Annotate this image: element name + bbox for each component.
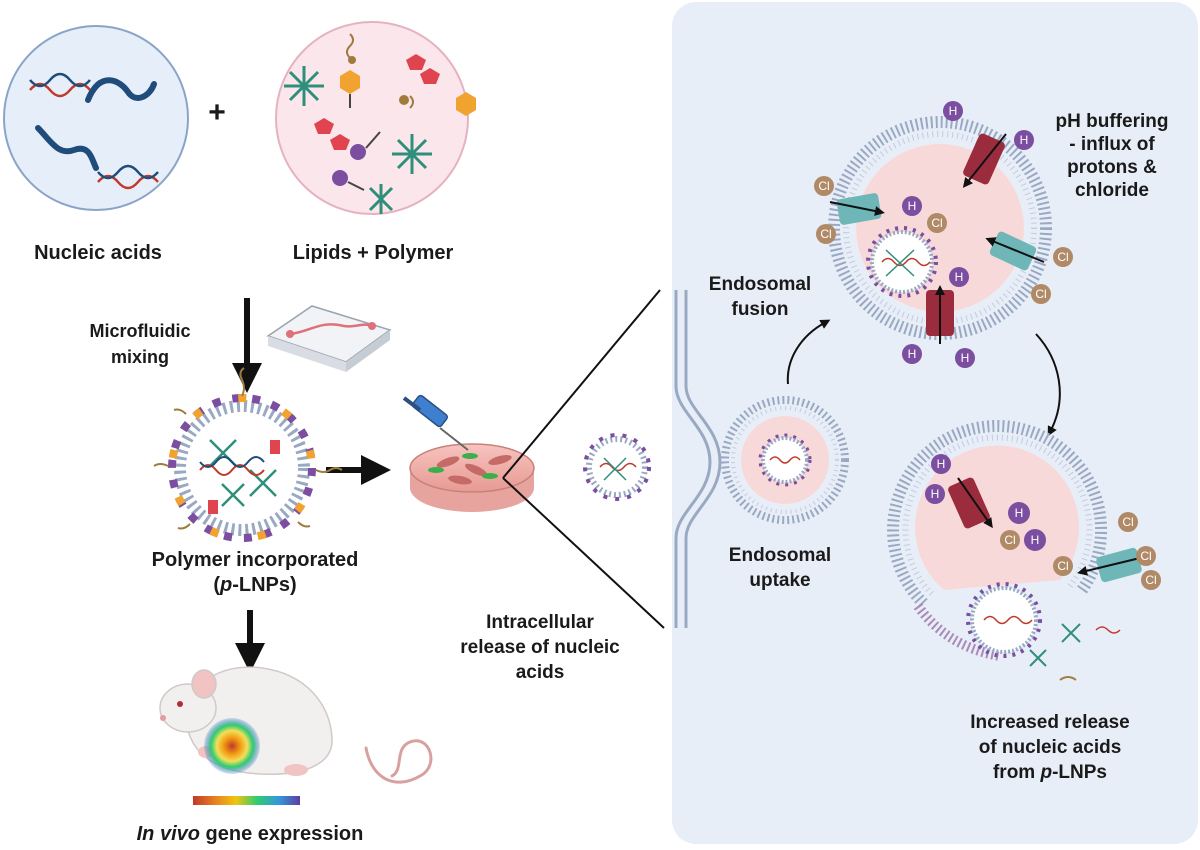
endosomal-fusion-label: Endosomal fusion	[708, 274, 812, 320]
svg-text:H: H	[949, 104, 958, 118]
ion-channel-icon	[985, 231, 1045, 271]
dna-helix	[29, 72, 91, 98]
increased-release-label: Increased release of nucleic acids from …	[970, 712, 1130, 783]
proton-ion: H	[902, 344, 922, 364]
chloride-ion: Cl	[1031, 284, 1051, 304]
chloride-ion: Cl	[1053, 556, 1073, 576]
plus-sign: +	[208, 96, 226, 129]
ion-channel-icon	[926, 285, 954, 344]
lnp-particle	[153, 367, 343, 542]
svg-text:Cl: Cl	[1057, 250, 1068, 264]
nucleic-acids-label: Nucleic acids	[34, 242, 162, 264]
mouse-illustration	[159, 666, 433, 784]
ion-channel-icon	[962, 133, 1007, 188]
proton-ion: H	[1008, 502, 1030, 524]
petri-dish-icon	[402, 394, 535, 512]
proton-ion: H	[949, 267, 969, 287]
svg-text:Cl: Cl	[1122, 515, 1133, 529]
ion-channel-icon	[829, 193, 885, 225]
svg-text:Cl: Cl	[931, 216, 942, 230]
chloride-ion: Cl	[816, 224, 836, 244]
chloride-ion: Cl	[1118, 512, 1138, 532]
ion-channel-icon	[1077, 547, 1142, 583]
chloride-ion: Cl	[1053, 247, 1073, 267]
svg-text:H: H	[931, 487, 940, 501]
cell-membrane	[674, 290, 722, 628]
svg-text:H: H	[937, 457, 946, 471]
dna-helix	[97, 164, 159, 190]
lipids-polymer-circle	[275, 21, 476, 215]
chloride-ion: Cl	[1136, 546, 1156, 566]
svg-text:H: H	[955, 270, 964, 284]
svg-text:H: H	[961, 351, 970, 365]
proton-ion: H	[931, 454, 951, 474]
endosome-uptake	[721, 396, 849, 524]
svg-text:H: H	[908, 347, 917, 361]
zoom-line	[502, 289, 661, 479]
endosomal-uptake-label: Endosomal uptake	[728, 545, 832, 591]
arrow-to-fusion	[786, 319, 831, 385]
svg-text:Cl: Cl	[1057, 559, 1068, 573]
syringe-icon	[402, 394, 469, 451]
svg-text:H: H	[908, 199, 917, 213]
svg-text:Cl: Cl	[818, 179, 829, 193]
proton-ion: H	[1024, 529, 1046, 551]
intracellular-release-label: Intracellular release of nucleic acids	[460, 612, 620, 683]
svg-text:H: H	[1015, 506, 1024, 520]
in-vivo-label: In vivo gene expression	[136, 823, 364, 845]
endosome-panel	[672, 2, 1198, 844]
zoom-line	[502, 477, 665, 629]
chloride-ion: Cl	[814, 176, 834, 196]
microfluidic-label: Microfluidic mixing	[89, 321, 191, 367]
proton-ion: H	[902, 196, 922, 216]
polymer-incorporated-label: Polymer incorporated (p-LNPs)	[151, 549, 359, 596]
chloride-ion: Cl	[1000, 530, 1020, 550]
small-lnp	[583, 433, 651, 501]
lipids-polymer-label: Lipids + Polymer	[292, 242, 454, 264]
ph-buffering-label: pH buffering - influx of protons & chlor…	[1055, 111, 1169, 201]
arrow-to-release	[1035, 333, 1061, 437]
ion-markers: H H H H Cl Cl Cl Cl Cl	[925, 454, 1161, 590]
proton-ion: H	[1014, 130, 1034, 150]
ion-channel-icon	[948, 477, 993, 529]
endosome-release	[887, 419, 1142, 681]
expression-color-scale	[193, 796, 300, 805]
ion-markers: H H H H H H Cl Cl Cl Cl Cl	[814, 101, 1073, 368]
nucleic-acids-circle	[3, 25, 189, 211]
microfluidic-chip-icon	[266, 305, 392, 372]
chloride-ion: Cl	[927, 213, 947, 233]
chloride-ion: Cl	[1141, 570, 1161, 590]
proton-ion: H	[925, 484, 945, 504]
svg-text:Cl: Cl	[820, 227, 831, 241]
svg-text:H: H	[1020, 133, 1029, 147]
svg-text:Cl: Cl	[1035, 287, 1046, 301]
svg-text:Cl: Cl	[1145, 573, 1156, 587]
svg-text:Cl: Cl	[1004, 533, 1015, 547]
proton-ion: H	[955, 348, 975, 368]
proton-ion: H	[943, 101, 963, 121]
svg-text:Cl: Cl	[1140, 549, 1151, 563]
svg-text:H: H	[1031, 533, 1040, 547]
